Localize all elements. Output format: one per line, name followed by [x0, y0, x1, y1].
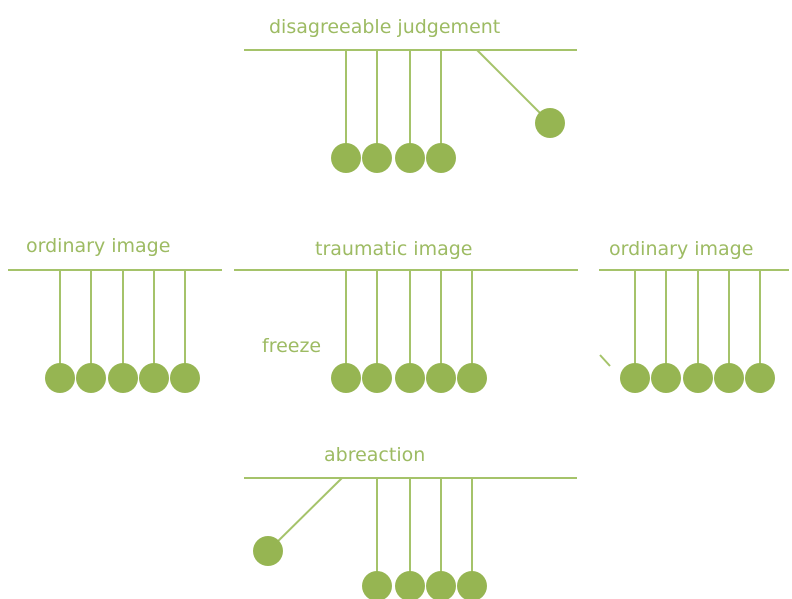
pendulum-ball: [331, 143, 361, 173]
pendulum-ball: [395, 143, 425, 173]
pendulum-ball: [395, 571, 425, 599]
label-disagreeable-judgement: disagreeable judgement: [269, 16, 501, 38]
label-traumatic-image: traumatic image: [315, 238, 473, 260]
label-abreaction: abreaction: [324, 444, 426, 466]
pendulum-ball: [651, 363, 681, 393]
pendulum-ball: [745, 363, 775, 393]
pendulum-ball: [331, 363, 361, 393]
pendulum-ball: [426, 363, 456, 393]
pendulum-string-swinging: [267, 477, 343, 552]
cradle-traumatic-image: [234, 269, 578, 393]
pendulum-ball: [362, 571, 392, 599]
cradle-ordinary-image-left: [8, 269, 222, 393]
pendulum-ball: [395, 363, 425, 393]
pendulum-ball: [683, 363, 713, 393]
cradle-disagreeable-judgement: [244, 49, 577, 173]
motion-tick: [599, 354, 611, 367]
cradle-ordinary-image-right: [599, 269, 789, 393]
cradle-abreaction: [244, 477, 577, 599]
pendulum-ball-swinging: [253, 536, 283, 566]
pendulum-ball-swinging: [535, 108, 565, 138]
pendulum-ball: [362, 363, 392, 393]
pendulum-ball: [108, 363, 138, 393]
label-ordinary-image-right: ordinary image: [609, 238, 754, 260]
label-ordinary-image-left: ordinary image: [26, 235, 171, 257]
pendulum-string-swinging: [476, 49, 551, 124]
pendulum-ball: [620, 363, 650, 393]
pendulum-ball: [714, 363, 744, 393]
pendulum-ball: [426, 143, 456, 173]
pendulum-ball: [362, 143, 392, 173]
pendulum-ball: [45, 363, 75, 393]
pendulum-ball: [457, 363, 487, 393]
pendulum-ball: [76, 363, 106, 393]
label-freeze: freeze: [262, 335, 322, 357]
pendulum-ball: [457, 571, 487, 599]
pendulum-ball: [139, 363, 169, 393]
pendulum-ball: [170, 363, 200, 393]
pendulum-ball: [426, 571, 456, 599]
